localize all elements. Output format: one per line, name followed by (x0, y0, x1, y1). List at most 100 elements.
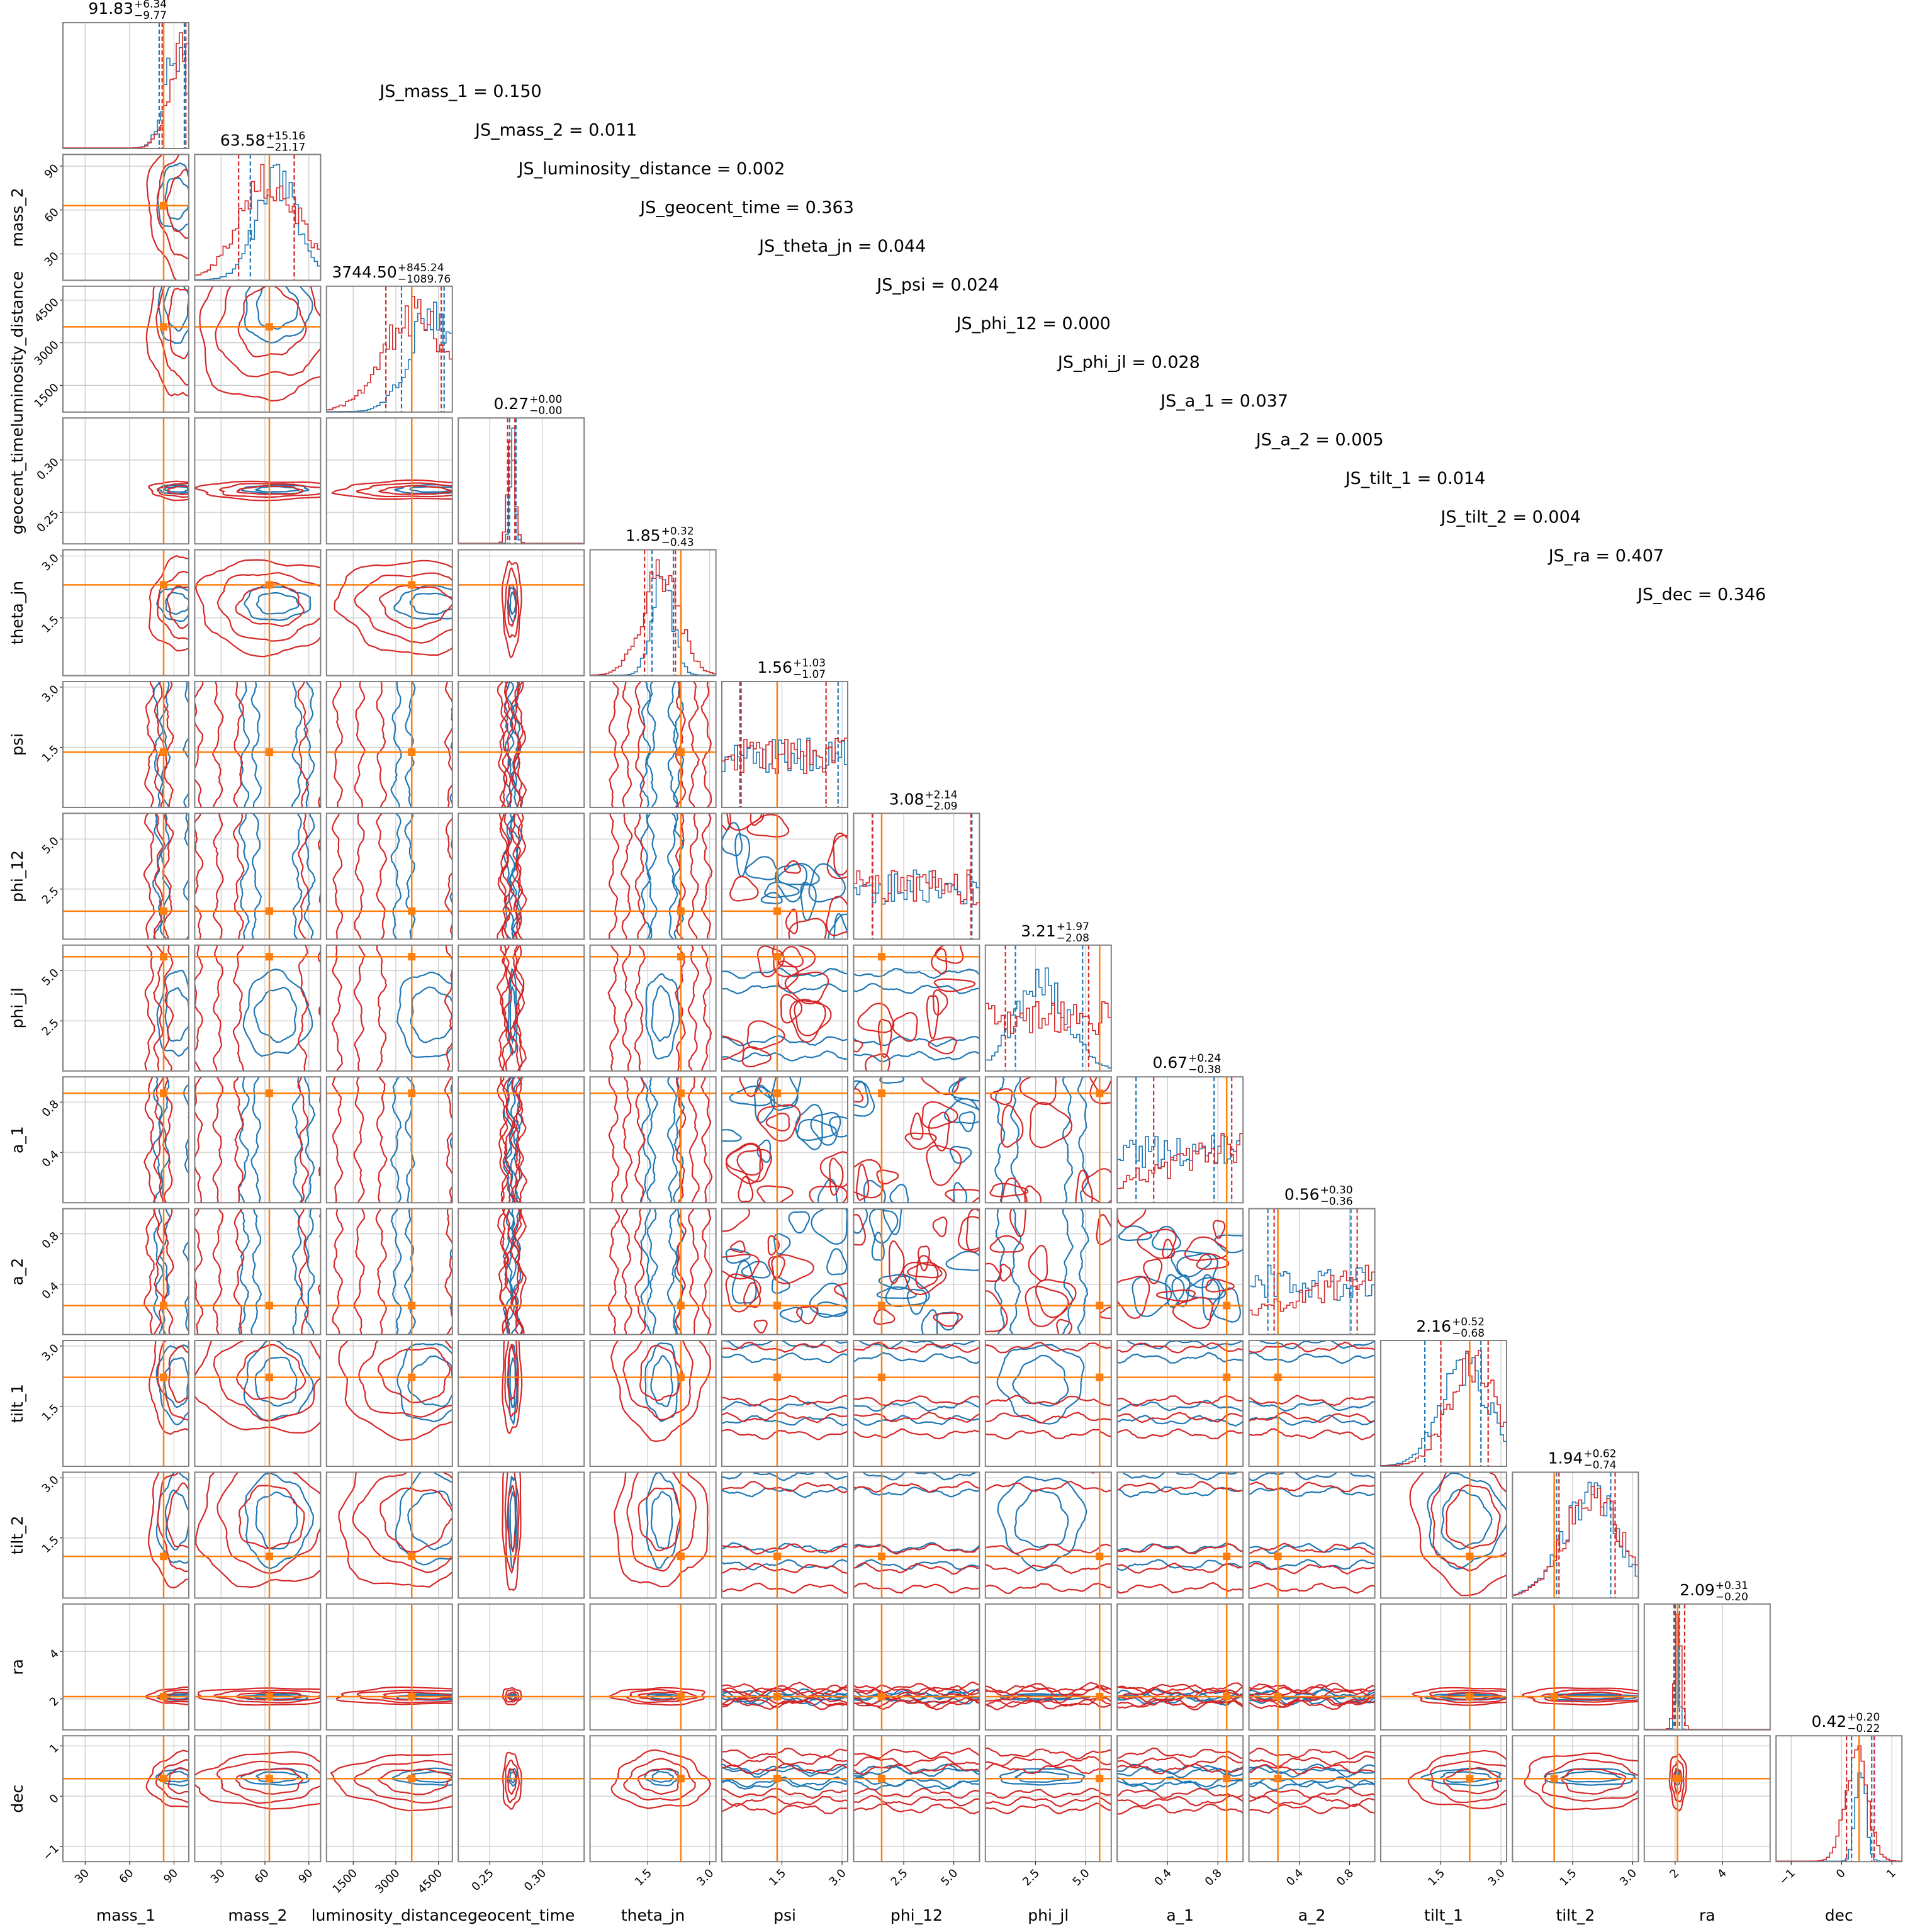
histogram-panel-mass_1: 91.83+6.34−9.77 (62, 0, 189, 149)
contour-blue (853, 1080, 875, 1117)
contour-panel-phi_jl-vs-a_2 (984, 1208, 1112, 1335)
contour-red (194, 1340, 321, 1434)
truth-marker (677, 1373, 685, 1381)
contour-blue (1117, 1486, 1244, 1498)
contour-red (1155, 1289, 1196, 1302)
panel-content (63, 418, 189, 544)
panel-content (853, 1340, 980, 1466)
contour-red (162, 813, 174, 940)
truth-marker (773, 953, 781, 961)
contour-blue (651, 985, 675, 1042)
contour-blue (853, 1035, 980, 1048)
contour-blue (303, 1077, 316, 1203)
contour-blue (509, 813, 522, 940)
contour-blue (853, 1559, 980, 1571)
panel-title-minus: −0.43 (661, 537, 694, 549)
panel-content (1117, 1077, 1244, 1203)
panel-content (590, 1472, 716, 1598)
panel-content (326, 1208, 452, 1335)
panel-content (1776, 1736, 1902, 1862)
contour-red (505, 1759, 520, 1804)
contour-red (1249, 1747, 1375, 1760)
x-tick-label: 0.25 (469, 1867, 497, 1894)
panel-frame (721, 1076, 848, 1204)
truth-marker (877, 1692, 885, 1700)
contour-red (722, 1035, 744, 1060)
panel-frame (1248, 1471, 1376, 1599)
contour-red (985, 1787, 1111, 1799)
contour-blue (774, 863, 807, 903)
contour-red (932, 989, 948, 1016)
contour-red (444, 682, 452, 807)
contour-red (338, 1340, 452, 1441)
contour-red (145, 1749, 189, 1808)
panel-content (326, 1472, 452, 1598)
panel-frame (853, 1471, 980, 1599)
contour-red (985, 1802, 1111, 1814)
contour-blue (853, 1352, 980, 1364)
truth-marker (877, 953, 885, 961)
contour-blue (889, 1184, 909, 1203)
panel-frame (853, 1603, 980, 1731)
y-tick-label: 1.5 (40, 1534, 62, 1556)
contour-red (202, 1077, 211, 1203)
contour-blue (1132, 1276, 1172, 1318)
contour-blue (250, 1077, 261, 1203)
panel-frame (589, 681, 717, 808)
x-tick-label: 60 (252, 1867, 272, 1886)
histogram-panel-psi: 1.56+1.03−1.07 (721, 657, 848, 808)
contour-red (1446, 1484, 1501, 1549)
panel-content (63, 682, 189, 807)
contour-red (965, 1208, 980, 1253)
contour-red (218, 483, 321, 498)
contour-panel-theta_jn-vs-psi (589, 681, 717, 808)
panel-content (1512, 1603, 1639, 1730)
contour-blue (1249, 1472, 1375, 1481)
panel-frame (325, 417, 453, 545)
contour-panel-luminosity_distance-vs-phi_jl (325, 944, 453, 1072)
contour-blue (646, 1208, 658, 1335)
truth-marker (160, 953, 167, 961)
contour-blue (999, 1768, 1086, 1786)
contour-red (622, 1340, 694, 1421)
contour-red (353, 1208, 365, 1335)
contour-red (156, 154, 189, 259)
contour-red (1117, 1543, 1244, 1554)
contour-red (144, 945, 155, 1071)
contour-blue (304, 1208, 315, 1335)
panel-content (194, 682, 321, 807)
panel-title-plus: +0.52 (1452, 1316, 1485, 1328)
contour-red (212, 813, 224, 940)
truth-marker (266, 1775, 274, 1783)
contour-blue (244, 286, 313, 344)
histogram-panel-mass_2: 63.58+15.16−21.17 (194, 130, 322, 281)
panel-frame (1380, 1471, 1507, 1599)
contour-red (334, 559, 452, 656)
contour-red (444, 945, 452, 1071)
contour-blue (646, 813, 658, 940)
contour-red (510, 682, 521, 807)
panel-title-median: 2.09 (1680, 1581, 1715, 1599)
contour-red (722, 1747, 848, 1760)
contour-red (722, 1429, 848, 1441)
panel-content (853, 1472, 980, 1598)
truth-marker (408, 1553, 416, 1561)
contour-blue (645, 973, 680, 1060)
contour-red (853, 1395, 980, 1407)
histogram-red-series (1776, 1745, 1902, 1862)
contour-blue (1249, 1352, 1375, 1364)
truth-marker (266, 907, 274, 915)
panel-title-minus: −1.07 (793, 668, 826, 681)
contour-blue (464, 813, 474, 939)
panel-content (853, 945, 980, 1071)
contour-red (1025, 1285, 1069, 1327)
contour-red (297, 682, 310, 807)
truth-marker (160, 1301, 167, 1310)
contour-panel-theta_jn-vs-phi_12 (589, 812, 717, 940)
y-tick-label: 1 (47, 1741, 62, 1756)
contour-red (809, 1186, 848, 1203)
contour-blue (800, 881, 817, 921)
panel-frame (589, 944, 717, 1072)
